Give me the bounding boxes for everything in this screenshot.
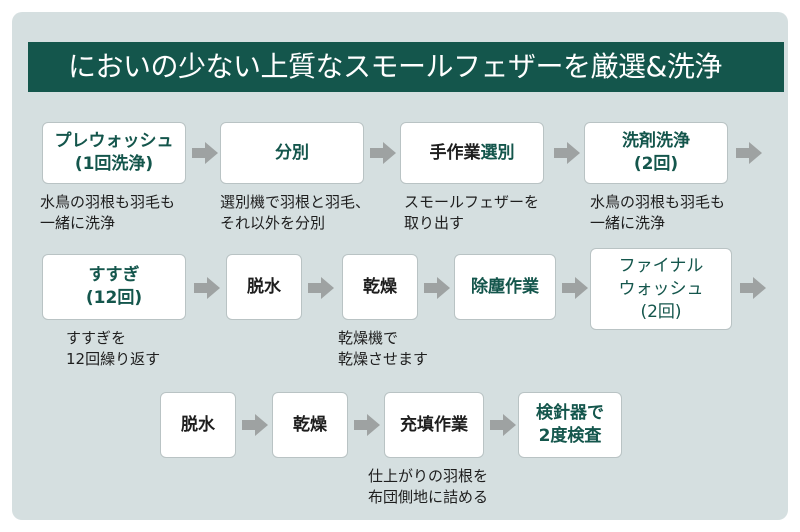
note-fill-line1: 仕上がりの羽根を: [368, 467, 489, 485]
note-dry-line2: 乾燥させます: [338, 350, 429, 368]
arrow-right-icon: [554, 142, 580, 164]
step-dewater-2: 脱水: [160, 392, 236, 458]
step-handsort-part1: 手作業: [429, 142, 481, 163]
step-prewash-line2: (1回洗浄): [74, 154, 154, 174]
step-rinse-line2: (12回): [85, 288, 143, 308]
note-fill-line2: 布団側地に詰める: [368, 488, 489, 506]
step-prewash-line1: プレウォッシュ: [54, 131, 174, 151]
step-dry-1-line1: 乾燥: [363, 276, 397, 297]
step-handsort-part2: 選別: [480, 142, 515, 163]
note-sort: 選別機で羽根と羽毛、 それ以外を分別: [220, 192, 370, 234]
arrow-right-icon: [424, 277, 450, 299]
step-dedust: 除塵作業: [454, 254, 556, 320]
note-prewash-line2: 一緒に洗浄: [40, 214, 116, 232]
step-dry-2: 乾燥: [272, 392, 348, 458]
step-finalwash-line1: ファイナル: [618, 255, 704, 276]
arrow-right-icon: [242, 414, 268, 436]
step-fill: 充填作業: [384, 392, 484, 458]
step-handsort-line1: 手作業選別: [430, 142, 515, 165]
arrow-right-icon: [562, 277, 588, 299]
note-prewash: 水鳥の羽根も羽毛も 一緒に洗浄: [40, 192, 175, 234]
step-dewater-1: 脱水: [226, 254, 302, 320]
step-fill-line1: 充填作業: [400, 414, 468, 435]
step-dewater-1-line1: 脱水: [247, 276, 281, 297]
step-dedust-line1: 除塵作業: [471, 276, 539, 297]
note-rinse: すすぎを 12回繰り返す: [66, 328, 160, 370]
note-handsort-line2: 取り出す: [404, 214, 465, 232]
step-finalwash-line2: ウォッシュ: [618, 278, 704, 299]
step-detergent: 洗剤洗浄 (2回): [584, 122, 728, 184]
note-detergent-line2: 一緒に洗浄: [590, 214, 666, 232]
step-dry-1: 乾燥: [342, 254, 418, 320]
step-inspect: 検針器で 2度検査: [518, 392, 622, 458]
note-handsort-line1: スモールフェザーを: [404, 193, 540, 211]
step-inspect-line2: 2度検査: [538, 426, 602, 446]
note-fill: 仕上がりの羽根を 布団側地に詰める: [368, 466, 488, 508]
step-inspect-line1: 検針器で: [536, 403, 604, 423]
arrow-right-icon: [354, 414, 380, 436]
step-dry-2-line1: 乾燥: [293, 414, 327, 435]
arrow-right-icon: [740, 277, 766, 299]
step-prewash: プレウォッシュ (1回洗浄): [42, 122, 186, 184]
arrow-right-icon: [370, 142, 396, 164]
note-dry: 乾燥機で 乾燥させます: [338, 328, 428, 370]
note-rinse-line1: すすぎを: [66, 329, 127, 347]
note-dry-line1: 乾燥機で: [338, 329, 399, 347]
step-rinse: すすぎ (12回): [42, 254, 186, 320]
note-sort-line1: 選別機で羽根と羽毛、: [220, 193, 371, 211]
note-handsort: スモールフェザーを 取り出す: [404, 192, 539, 234]
step-finalwash-line3: (2回): [640, 301, 682, 322]
note-detergent-line1: 水鳥の羽根も羽毛も: [590, 193, 726, 211]
step-handsort: 手作業選別: [400, 122, 544, 184]
arrow-right-icon: [194, 277, 220, 299]
step-sort: 分別: [220, 122, 364, 184]
diagram-panel: においの少ない上質なスモールフェザーを厳選&洗浄 プレウォッシュ (1回洗浄) …: [12, 12, 788, 520]
step-detergent-line1: 洗剤洗浄: [622, 131, 690, 151]
note-sort-line2: それ以外を分別: [220, 214, 326, 232]
arrow-right-icon: [308, 277, 334, 299]
arrow-right-icon: [192, 142, 218, 164]
step-rinse-line1: すすぎ: [88, 265, 140, 285]
step-sort-line1: 分別: [275, 142, 309, 163]
step-dewater-2-line1: 脱水: [181, 414, 215, 435]
note-detergent: 水鳥の羽根も羽毛も 一緒に洗浄: [590, 192, 725, 234]
arrow-right-icon: [736, 142, 762, 164]
arrow-right-icon: [490, 414, 516, 436]
step-detergent-line2: (2回): [633, 154, 679, 174]
note-rinse-line2: 12回繰り返す: [66, 350, 161, 368]
step-finalwash: ファイナル ウォッシュ (2回): [590, 248, 732, 330]
note-prewash-line1: 水鳥の羽根も羽毛も: [40, 193, 176, 211]
diagram-title: においの少ない上質なスモールフェザーを厳選&洗浄: [28, 42, 784, 92]
